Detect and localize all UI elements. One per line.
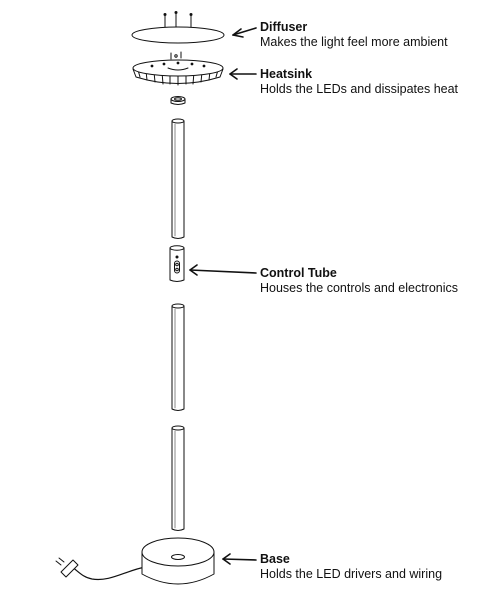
middle-tube xyxy=(171,303,185,411)
control-tube-callout: Control Tube Houses the controls and ele… xyxy=(260,266,458,296)
control-tube-part xyxy=(169,245,185,282)
upper-tube xyxy=(171,118,185,239)
diffuser-title: Diffuser xyxy=(260,20,308,34)
control-tube-description: Houses the controls and electronics xyxy=(260,281,459,295)
base-part xyxy=(141,537,215,585)
base-description: Holds the LED drivers and wiring xyxy=(260,567,443,581)
base-title: Base xyxy=(260,552,290,566)
diffuser-part xyxy=(131,26,225,44)
diffuser-callout: Diffuser Makes the light feel more ambie… xyxy=(260,20,448,50)
lower-tube xyxy=(171,425,185,531)
heatsink-description: Holds the LEDs and dissipates heat xyxy=(260,82,459,96)
control-tube-arrow xyxy=(189,264,257,276)
heatsink-title: Heatsink xyxy=(260,67,313,81)
diffuser-arrow xyxy=(232,27,257,38)
heatsink-callout: Heatsink Holds the LEDs and dissipates h… xyxy=(260,67,458,97)
power-cord xyxy=(55,557,146,581)
heatsink-arrow xyxy=(229,68,257,80)
base-arrow xyxy=(222,553,257,565)
diffuser-description: Makes the light feel more ambient xyxy=(260,35,448,49)
base-callout: Base Holds the LED drivers and wiring xyxy=(260,552,442,582)
heatsink-part xyxy=(132,51,224,86)
coupling-ring xyxy=(170,96,186,105)
control-tube-title: Control Tube xyxy=(260,266,337,280)
